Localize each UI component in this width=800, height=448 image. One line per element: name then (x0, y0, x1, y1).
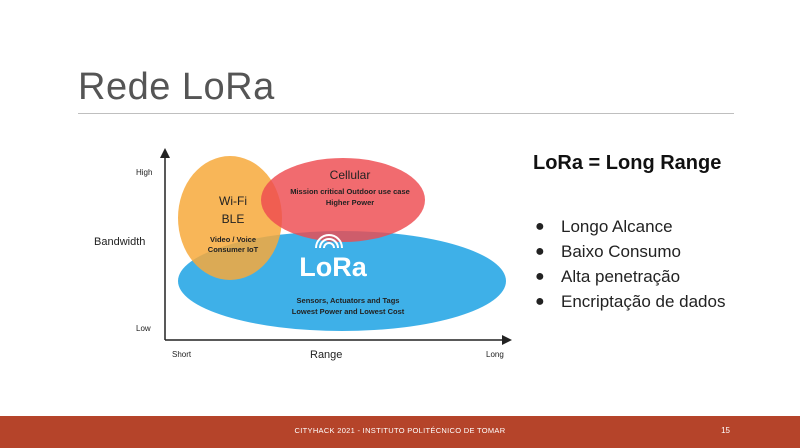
list-item-label: Alta penetração (561, 267, 681, 286)
bullet-icon: ● (535, 243, 545, 260)
page-number: 15 (721, 426, 730, 435)
list-item-label: Encriptação de dados (561, 292, 726, 311)
cellular-desc-2: Higher Power (326, 198, 374, 207)
wifi-desc-2: Consumer IoT (208, 245, 259, 254)
list-item: ● Alta penetração (533, 264, 733, 289)
y-axis-label: Bandwidth (94, 236, 145, 248)
list-item-label: Longo Alcance (561, 217, 673, 236)
bullet-icon: ● (535, 268, 545, 285)
cellular-title: Cellular (330, 168, 371, 182)
lora-heading: LoRa = Long Range (533, 152, 722, 174)
lora-logo: LoRa (299, 252, 367, 282)
feature-list: ● Longo Alcance ● Baixo Consumo ● Alta pene… (533, 214, 733, 314)
wifi-subtitle: BLE (222, 212, 245, 226)
wireless-technology-diagram: High Bandwidth Low Short Range Long Wi-F… (94, 148, 512, 361)
wifi-ellipse (178, 156, 282, 280)
lora-desc-1: Sensors, Actuators and Tags (297, 296, 400, 305)
y-low-label: Low (136, 324, 151, 333)
list-item: ● Encriptação de dados (533, 289, 733, 314)
slide-title: Rede LoRa (78, 66, 275, 108)
y-axis-arrow (160, 148, 170, 158)
lora-signal-icon (315, 234, 343, 249)
title-divider (78, 113, 734, 114)
footer-text: CITYHACK 2021 - INSTITUTO POLITÉCNICO DE… (294, 426, 506, 435)
bullet-icon: ● (535, 218, 545, 235)
wifi-desc-1: Video / Voice (210, 235, 256, 244)
x-long-label: Long (486, 350, 504, 359)
x-axis-label: Range (310, 349, 342, 361)
footer-bar: CITYHACK 2021 - INSTITUTO POLITÉCNICO DE… (0, 416, 800, 448)
list-item: ● Baixo Consumo (533, 239, 733, 264)
bullet-icon: ● (535, 293, 545, 310)
x-axis-arrow (502, 335, 512, 345)
wifi-title: Wi-Fi (219, 194, 247, 208)
x-short-label: Short (172, 350, 192, 359)
list-item: ● Longo Alcance (533, 214, 733, 239)
lora-desc-2: Lowest Power and Lowest Cost (292, 307, 405, 316)
y-high-label: High (136, 168, 152, 177)
cellular-desc-1: Mission critical Outdoor use case (290, 187, 410, 196)
list-item-label: Baixo Consumo (561, 242, 682, 261)
cellular-ellipse (261, 158, 425, 242)
